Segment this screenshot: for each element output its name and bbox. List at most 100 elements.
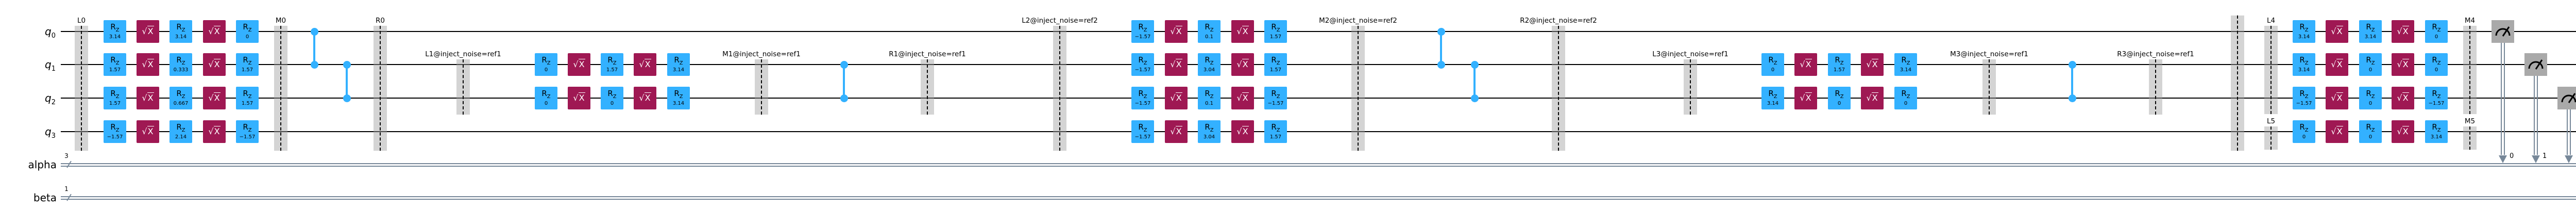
rz-gate-angle: 0	[2302, 134, 2306, 140]
cz-gate-line	[346, 65, 348, 98]
sqrt-x-gate-symbol: √X	[208, 59, 221, 69]
barrier-label: M4	[2464, 17, 2476, 25]
rz-gate-angle: 0.1	[1205, 34, 1213, 40]
cz-control-dot	[2068, 60, 2076, 69]
rz-gate-angle: 2.14	[175, 134, 187, 140]
rz-gate-angle: 3.04	[1203, 134, 1215, 140]
creg-label-alpha: alpha	[28, 158, 57, 171]
creg-size-alpha: 3	[64, 152, 69, 160]
barrier-label: R4	[2520, 17, 2576, 25]
rz-gate-angle: −1.57	[2428, 101, 2445, 106]
sqrt-x-gate-symbol: √X	[142, 92, 154, 103]
rz-gate-symbol: RZ	[541, 89, 551, 100]
rz-gate: RZ−1.57	[1131, 120, 1154, 143]
classical-wire-beta	[61, 196, 2576, 200]
barrier-dashed-line	[380, 26, 381, 151]
rz-gate-symbol: RZ	[2299, 22, 2309, 33]
rz-gate-angle: 3.14	[2298, 34, 2310, 40]
rz-gate-angle: 0	[544, 101, 548, 106]
barrier-label: L0	[77, 17, 86, 25]
rz-gate-angle: 3.14	[672, 101, 685, 106]
rz-gate-symbol: RZ	[1205, 55, 1214, 66]
measure-icon	[2495, 26, 2511, 37]
barrier-label: L2@inject_noise=ref2	[1022, 17, 1098, 25]
rz-gate-symbol: RZ	[176, 122, 185, 133]
barrier-label: M5	[2464, 117, 2476, 125]
measure-gate	[2492, 20, 2514, 43]
sqrt-x-gate: √X	[1165, 87, 1188, 109]
sqrt-x-gate: √X	[1231, 20, 1254, 43]
rz-gate-angle: 3.14	[1900, 67, 1912, 73]
rz-gate: RZ−1.57	[104, 120, 126, 143]
rz-gate-symbol: RZ	[1271, 89, 1280, 100]
rz-gate-symbol: RZ	[2432, 122, 2441, 133]
rz-gate: RZ−1.57	[2425, 87, 2448, 109]
rz-gate-symbol: RZ	[1271, 55, 1280, 66]
barrier-dashed-line	[1558, 26, 1559, 151]
cz-control-dot	[343, 60, 351, 69]
rz-gate-angle: 0	[2368, 101, 2372, 106]
qubit-label-q3: q3	[45, 125, 56, 140]
sqrt-x-gate-symbol: √X	[639, 59, 651, 69]
rz-gate-symbol: RZ	[1138, 89, 1147, 100]
rz-gate-symbol: RZ	[110, 122, 120, 133]
rz-gate-symbol: RZ	[1138, 122, 1147, 133]
rz-gate: RZ−1.57	[236, 120, 259, 143]
rz-gate-symbol: RZ	[243, 89, 252, 100]
sqrt-x-gate: √X	[2326, 20, 2348, 43]
rz-gate-symbol: RZ	[1205, 22, 1214, 33]
qubit-wire-q0	[61, 31, 2576, 32]
qubit-label-q1: q1	[45, 58, 56, 73]
sqrt-x-gate-symbol: √X	[639, 92, 651, 103]
sqrt-x-gate-symbol: √X	[573, 92, 585, 103]
measure-arrowhead	[2565, 155, 2573, 163]
cz-gate-line	[1473, 65, 1476, 98]
cz-gate-line	[313, 31, 315, 65]
creg-size-beta: 1	[64, 185, 69, 193]
sqrt-x-gate-symbol: √X	[1866, 59, 1878, 69]
rz-gate-angle: 3.14	[2298, 67, 2310, 73]
rz-gate-symbol: RZ	[1901, 89, 1910, 100]
barrier-dashed-line	[2155, 59, 2156, 115]
rz-gate-symbol: RZ	[2432, 22, 2441, 33]
rz-gate-angle: −1.57	[1267, 101, 1284, 106]
rz-gate-symbol: RZ	[243, 122, 252, 133]
rz-gate-angle: 0.333	[173, 67, 189, 73]
rz-gate-angle: 1.57	[1833, 67, 1845, 73]
rz-gate-symbol: RZ	[1271, 22, 1280, 33]
rz-gate-angle: 0	[2434, 34, 2438, 40]
sqrt-x-gate: √X	[1794, 87, 1817, 109]
sqrt-x-gate-symbol: √X	[1236, 92, 1249, 103]
sqrt-x-gate: √X	[634, 87, 656, 109]
rz-gate-symbol: RZ	[2299, 55, 2309, 66]
sqrt-x-gate: √X	[137, 53, 159, 76]
rz-gate-symbol: RZ	[176, 89, 185, 100]
rz-gate-angle: 3.04	[1203, 67, 1215, 73]
rz-gate-angle: 1.57	[606, 67, 618, 73]
sqrt-x-gate: √X	[1165, 120, 1188, 143]
sqrt-x-gate-symbol: √X	[2331, 92, 2343, 103]
sqrt-x-gate-symbol: √X	[208, 92, 221, 103]
cz-gate-line	[1440, 31, 1442, 65]
barrier-label: M2@inject_noise=ref2	[1319, 17, 1397, 25]
sqrt-x-gate-symbol: √X	[1170, 92, 1182, 103]
barrier-dashed-line	[1690, 59, 1691, 115]
